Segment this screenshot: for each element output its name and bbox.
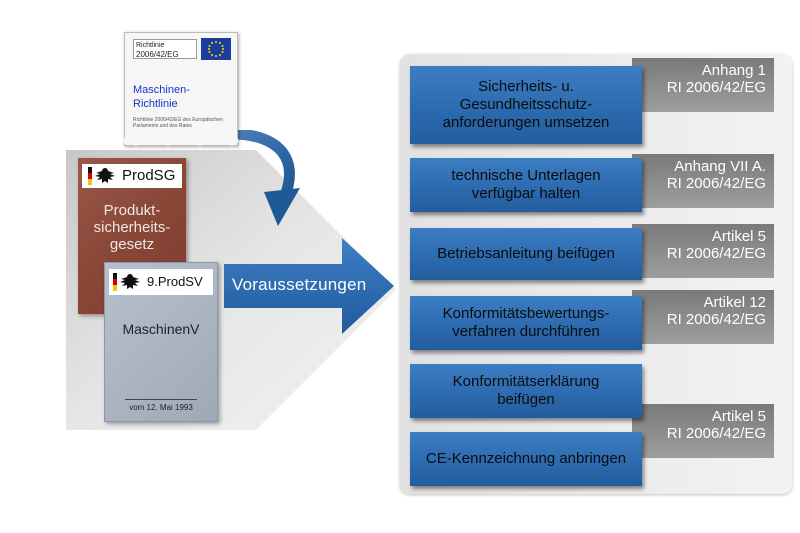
directive-header: Richtlinie 2006/42/EG [133,39,197,59]
curved-arrow-icon [226,130,300,226]
machinery-directive-booklet: Richtlinie 2006/42/EG Maschinen- Richtli… [124,32,238,146]
step-line1: Betriebsanleitung beifügen [437,245,615,262]
step-line1: technische Unterlagen [451,167,601,184]
step-box: Konformitätserklärung beifügen [410,364,642,418]
step-line1: Konformitätsbewertungs- [442,305,610,322]
ref-line2: RI 2006/42/EG [666,175,766,192]
prodsg-book: ProdSG Produkt- sicherheits- gesetz [78,158,186,314]
prodsv-book: 9.ProdSV MaschinenV vom 12. Mai 1993 [104,262,218,422]
prodsv-date: vom 12. Mai 1993 [129,403,193,412]
prodsg-label-box: ProdSG [82,164,182,188]
step-box: CE-Kennzeichnung anbringen [410,432,642,486]
prodsv-divider [125,399,197,400]
directive-title-line2: Richtlinie [133,98,178,110]
step-box: Sicherheits- u. Gesundheitsschutz- anfor… [410,66,642,144]
directive-header-line1: Richtlinie [136,42,165,49]
german-eagle-flag-icon [113,273,140,291]
step-line2: Gesundheitsschutz- [459,96,593,113]
prodsv-title: MaschinenV [122,321,200,337]
torn-edge [124,138,238,146]
step-line3: anforderungen umsetzen [442,114,610,131]
voraussetzungen-label: Voraussetzungen [232,275,367,294]
prodsv-label-box: 9.ProdSV [109,269,213,295]
ref-line2: RI 2006/42/EG [666,79,766,96]
step-line1: Konformitätserklärung [452,373,600,390]
german-eagle-flag-icon [88,167,115,185]
prodsv-label: 9.ProdSV [147,274,203,289]
step-line2: beifügen [497,391,555,408]
ref-tab: Artikel 5 RI 2006/42/EG [632,404,774,458]
ref-line1: Artikel 5 [711,408,766,425]
directive-header-line2: 2006/42/EG [136,50,179,59]
ref-line2: RI 2006/42/EG [666,425,766,442]
ref-tab: Anhang VII A. RI 2006/42/EG [632,154,774,208]
ref-tab: Artikel 12 RI 2006/42/EG [632,290,774,344]
step-box: technische Unterlagen verfügbar halten [410,158,642,212]
ref-line1: Anhang VII A. [674,158,766,175]
step-box: Konformitätsbewertungs- verfahren durchf… [410,296,642,350]
prodsg-title: Produkt- sicherheits- gesetz [78,202,186,253]
step-box: Betriebsanleitung beifügen [410,228,642,280]
prodsg-title-line3: gesetz [109,236,155,253]
directive-title-line1: Maschinen- [133,84,190,96]
step-line1: Sicherheits- u. [478,78,574,95]
voraussetzungen-arrow [224,238,394,334]
directive-title: Maschinen- Richtlinie [133,83,233,111]
ref-line1: Anhang 1 [701,62,766,79]
step-line2: verfügbar halten [471,185,581,202]
ref-tab: Artikel 5 RI 2006/42/EG [632,224,774,278]
prodsg-title-line1: Produkt- [103,202,161,219]
step-line1: CE-Kennzeichnung anbringen [425,450,627,467]
ref-tab: Anhang 1 RI 2006/42/EG [632,58,774,112]
prodsg-title-line2: sicherheits- [93,219,171,236]
ref-line1: Artikel 12 [703,294,766,311]
step-line2: verfahren durchführen [452,323,600,340]
eu-flag-icon [201,38,231,60]
directive-small-text: Richtlinie 2006/42/EG des Europäischen P… [133,117,223,129]
prodsg-label: ProdSG [122,167,176,184]
ref-line2: RI 2006/42/EG [666,311,766,328]
ref-line2: RI 2006/42/EG [666,245,766,262]
ref-line1: Artikel 5 [711,228,766,245]
